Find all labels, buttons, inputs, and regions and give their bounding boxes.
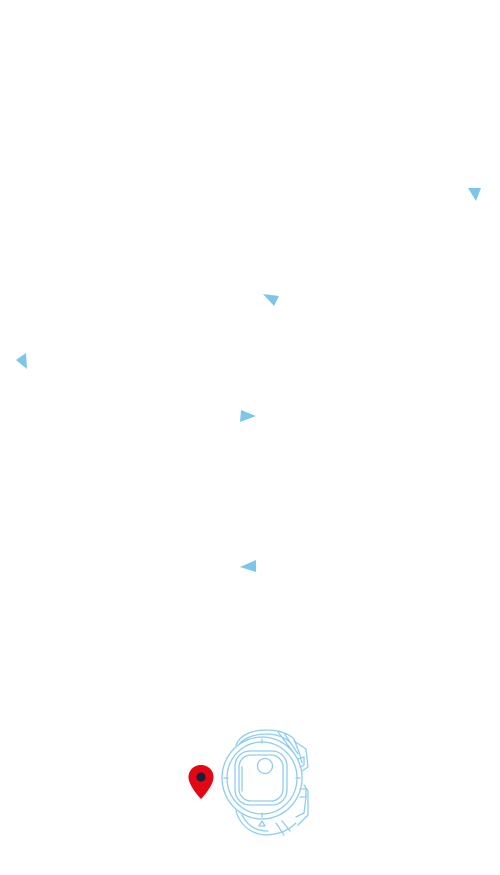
- triangle-right-icon: [240, 409, 256, 425]
- triangle-left-icon: [14, 353, 30, 369]
- map-pin-icon: [187, 764, 215, 800]
- triangle-down-icon: [467, 186, 483, 202]
- smartwatch-icon: [218, 727, 310, 837]
- triangle-left-icon: [240, 559, 256, 575]
- triangle-down-icon: [263, 292, 279, 308]
